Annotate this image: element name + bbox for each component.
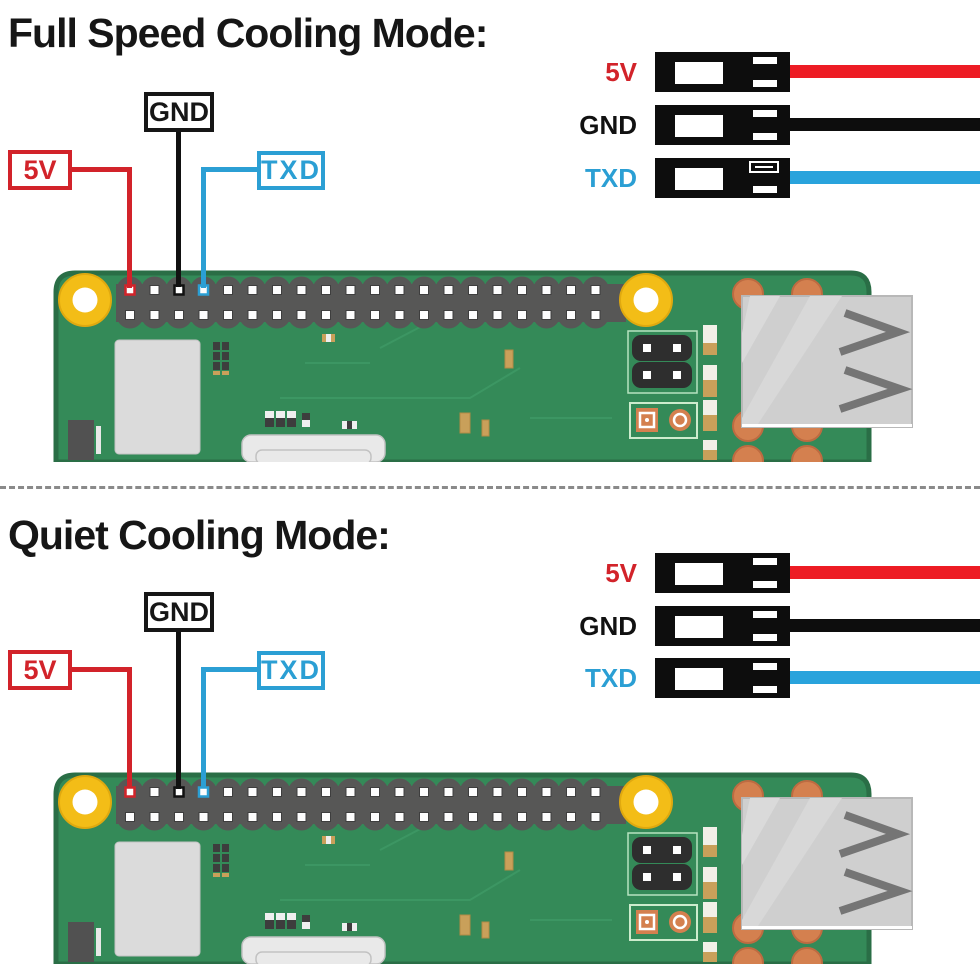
connector-label-txd: TXD (585, 163, 637, 193)
gnd-label: GND (144, 592, 214, 632)
txd-wire (204, 167, 260, 172)
gnd-wire (176, 630, 181, 789)
connector-label-5v: 5V (605, 558, 637, 588)
latch-detail (749, 161, 779, 173)
pi-zero-board (50, 268, 920, 462)
connector-label-5v: 5V (605, 57, 637, 87)
5v-label: 5V (8, 150, 72, 190)
txd-wire (204, 667, 260, 672)
connector-plug-5v (655, 553, 790, 593)
section-title: Quiet Cooling Mode: (8, 512, 391, 558)
txd-wire (201, 667, 206, 788)
gnd-cable (790, 118, 980, 131)
connector-label-gnd: GND (579, 611, 637, 641)
5v-label: 5V (8, 650, 72, 690)
5v-wire (70, 167, 130, 172)
txd-wire (201, 167, 206, 288)
connector-plug-txd (655, 158, 790, 198)
5v-wire (127, 167, 132, 288)
txd-cable (790, 671, 980, 684)
txd-label: TXD (257, 151, 325, 190)
5v-wire (70, 667, 130, 672)
txd-cable (790, 171, 980, 184)
section-title: Full Speed Cooling Mode: (8, 10, 488, 56)
connector-label-txd: TXD (585, 663, 637, 693)
section-divider (0, 486, 980, 489)
5v-wire (127, 667, 132, 788)
5v-cable (790, 566, 980, 579)
gnd-wire (176, 130, 181, 287)
connector-label-gnd: GND (579, 110, 637, 140)
connector-plug-5v (655, 52, 790, 92)
connector-plug-gnd (655, 606, 790, 646)
pi-zero-board (50, 770, 920, 964)
gnd-cable (790, 619, 980, 632)
5v-cable (790, 65, 980, 78)
connector-plug-txd (655, 658, 790, 698)
txd-label: TXD (257, 651, 325, 690)
connector-plug-gnd (655, 105, 790, 145)
gnd-label: GND (144, 92, 214, 132)
